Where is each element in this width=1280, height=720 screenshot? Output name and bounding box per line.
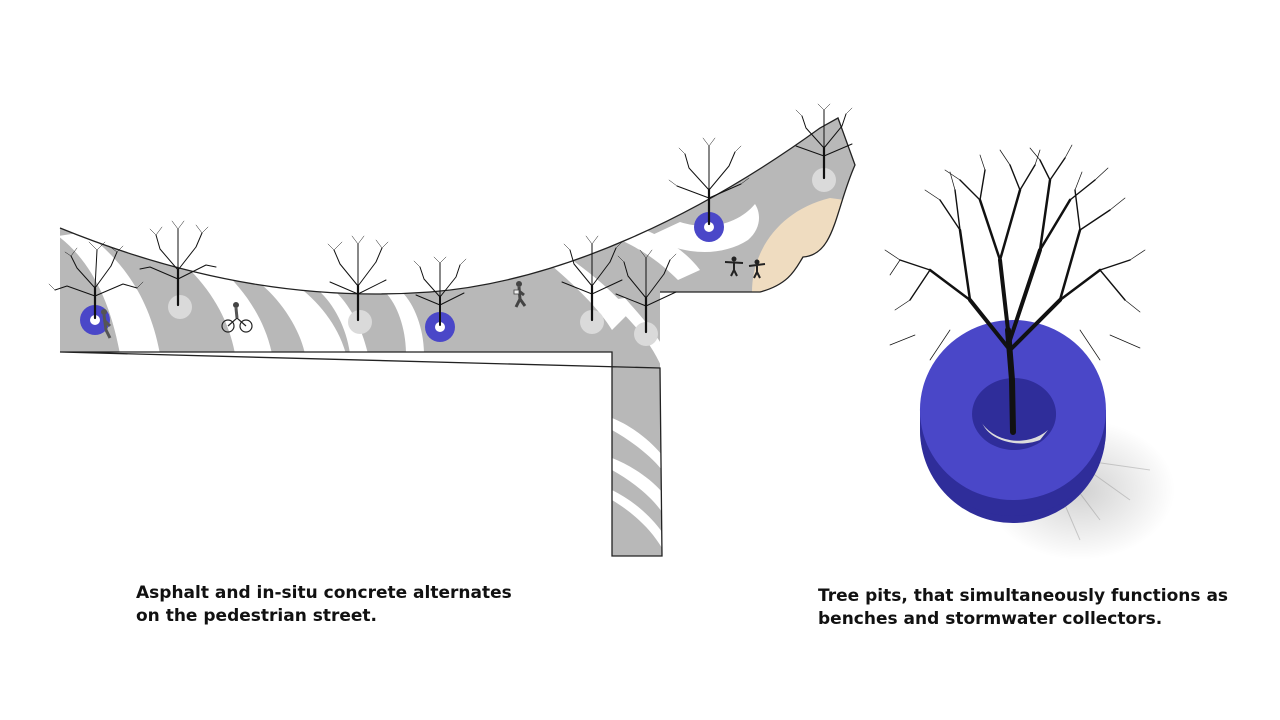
caption-tree-pits: Tree pits, that simultaneously functions… [818, 585, 1228, 631]
tree-pit-bench-icon [694, 212, 724, 242]
person-icon [513, 281, 527, 308]
bare-tree-icon [413, 256, 467, 326]
concrete-band [385, 292, 424, 354]
bare-tree-icon [668, 137, 750, 226]
bare-tree-icon [795, 103, 853, 180]
bare-tree-icon [561, 235, 623, 322]
caption-pavement-line2: on the pedestrian street. [136, 606, 377, 626]
tree-pit-plain [634, 322, 658, 346]
bare-tree-icon [139, 220, 217, 307]
bare-tree-icon [327, 235, 389, 322]
caption-pavement: Asphalt and in-situ concrete alternates … [136, 582, 512, 628]
concrete-band [616, 225, 700, 280]
person-icon [101, 309, 112, 339]
concrete-band [60, 232, 160, 354]
concrete-band [545, 252, 630, 330]
street-outline [59, 117, 856, 557]
tree-pit-bench-detail [884, 144, 1175, 560]
concrete-band [318, 290, 368, 354]
bare-tree-icon [48, 241, 144, 320]
tree-pit-bench-icon [425, 312, 455, 342]
bare-tree-icon [884, 144, 1146, 435]
pedestrian-street-plan [48, 103, 856, 557]
tree-pit-plain [812, 168, 836, 192]
caption-tree-pits-line1: Tree pits, that simultaneously functions… [818, 586, 1229, 606]
asphalt-surface [60, 118, 855, 556]
person-icon [724, 256, 744, 277]
bench-ring-top [919, 320, 1106, 500]
tree-pit-plain [580, 310, 604, 334]
bare-tree-icon [615, 249, 677, 334]
cyclist-icon [221, 302, 253, 333]
caption-pavement-line1: Asphalt and in-situ concrete alternates [136, 583, 512, 603]
concrete-band [612, 458, 662, 512]
concrete-band [256, 280, 346, 354]
sand-area [752, 198, 845, 292]
tree-pit-plain [168, 295, 192, 319]
person-icon [748, 259, 766, 279]
caption-tree-pits-line2: benches and stormwater collectors. [818, 609, 1163, 629]
concrete-band [190, 268, 272, 354]
concrete-band [612, 490, 662, 548]
concrete-stripes [60, 198, 845, 548]
concrete-band [612, 418, 662, 470]
tree-pit-plain [348, 310, 372, 334]
